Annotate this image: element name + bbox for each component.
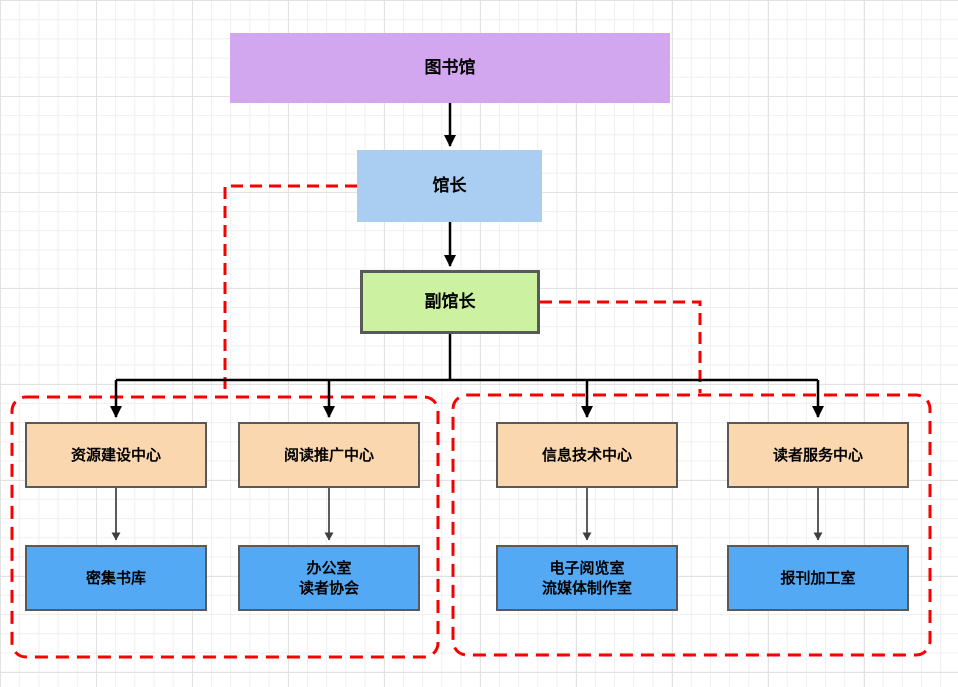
node-periodicals-processing[interactable]: 报刊加工室 [727, 545, 909, 611]
node-office-readers-assoc[interactable]: 办公室 读者协会 [238, 545, 420, 611]
node-library-label: 图书馆 [424, 57, 476, 78]
node-director[interactable]: 馆长 [357, 150, 542, 222]
node-reader-service-center-label: 读者服务中心 [772, 445, 863, 464]
node-it-center[interactable]: 信息技术中心 [496, 422, 678, 488]
node-reading-promotion-center-label: 阅读推广中心 [283, 445, 374, 464]
node-reader-service-center[interactable]: 读者服务中心 [727, 422, 909, 488]
node-library[interactable]: 图书馆 [230, 33, 670, 103]
node-director-label: 馆长 [432, 175, 467, 196]
node-ereading-streaming-label: 电子阅览室 流媒体制作室 [541, 558, 632, 597]
node-ereading-streaming[interactable]: 电子阅览室 流媒体制作室 [496, 545, 678, 611]
node-resource-center-label: 资源建设中心 [70, 445, 161, 464]
node-dense-stacks-label: 密集书库 [85, 568, 146, 587]
node-periodicals-processing-label: 报刊加工室 [780, 568, 856, 587]
node-office-readers-assoc-label: 办公室 读者协会 [298, 558, 359, 597]
edge-deputy-right-group[interactable] [540, 300, 702, 393]
node-dense-stacks[interactable]: 密集书库 [25, 545, 207, 611]
node-resource-center[interactable]: 资源建设中心 [25, 422, 207, 488]
node-reading-promotion-center[interactable]: 阅读推广中心 [238, 422, 420, 488]
node-deputy-director[interactable]: 副馆长 [360, 270, 540, 334]
node-it-center-label: 信息技术中心 [541, 445, 632, 464]
node-deputy-director-label: 副馆长 [424, 291, 476, 312]
edge-director-left-group[interactable] [223, 184, 357, 395]
